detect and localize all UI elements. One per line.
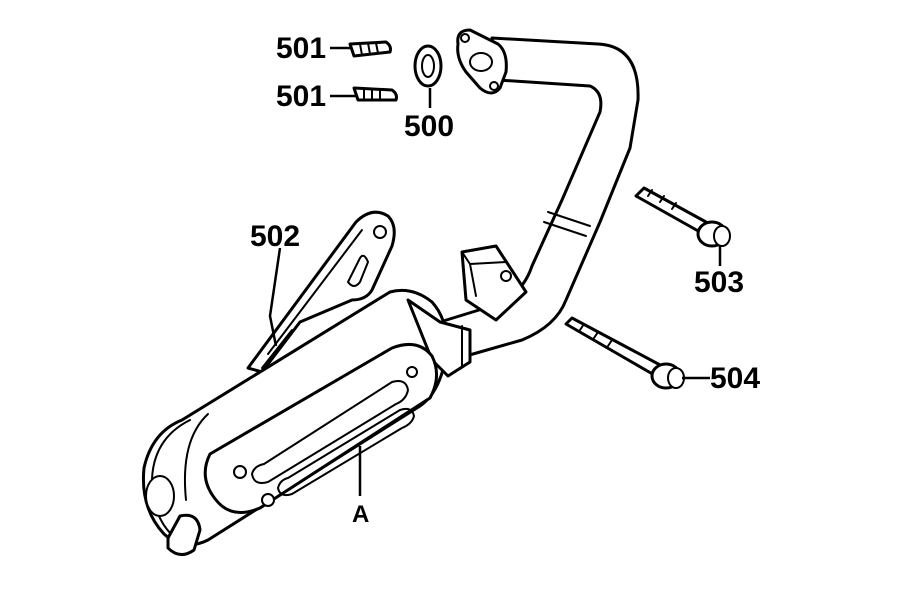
bolt-short <box>634 186 731 248</box>
gasket <box>413 44 443 88</box>
mounting-bracket <box>246 210 396 374</box>
label-washer: 500 <box>404 110 454 143</box>
exhaust-pipe <box>438 28 640 358</box>
label-stud-upper: 501 <box>276 32 326 65</box>
label-heat-shield: A <box>352 501 369 528</box>
stud-upper <box>348 40 392 58</box>
leader-lines <box>268 46 722 496</box>
bolt-long <box>564 316 685 390</box>
label-bolt-short: 503 <box>694 266 744 299</box>
stud-lower <box>352 86 398 102</box>
label-stud-lower: 501 <box>276 80 326 113</box>
label-bracket: 502 <box>250 220 300 253</box>
label-bolt-long: 504 <box>710 362 760 395</box>
heat-shield <box>203 342 438 514</box>
